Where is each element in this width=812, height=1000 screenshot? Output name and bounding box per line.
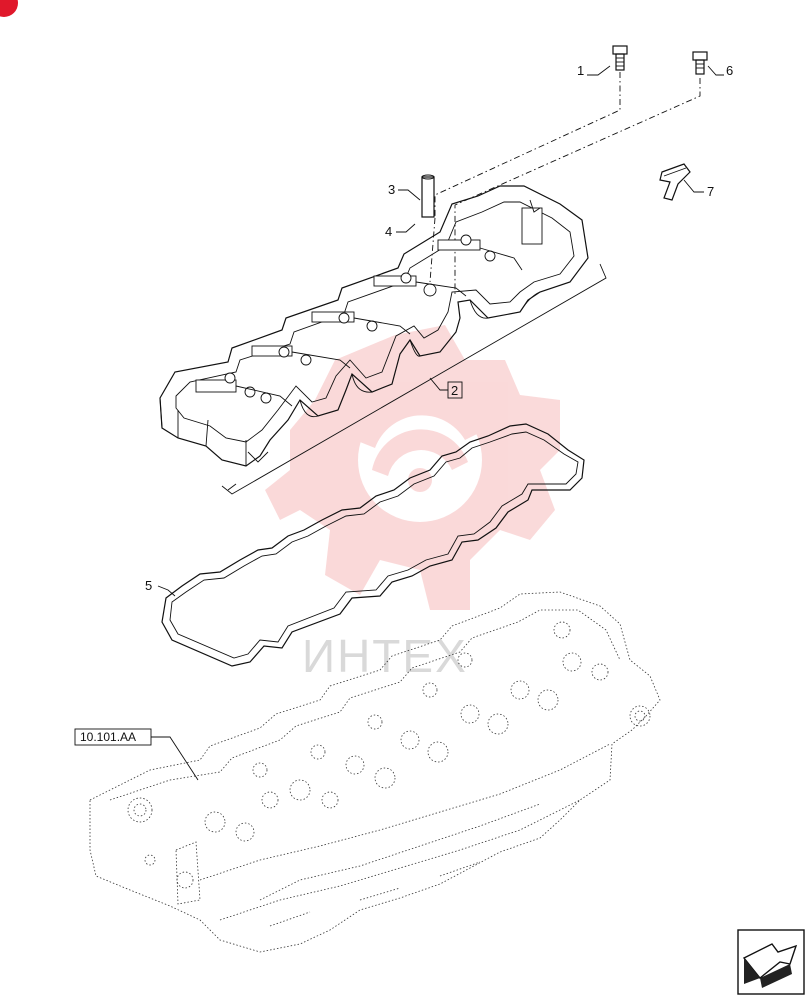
bolt-part-1 bbox=[612, 45, 628, 71]
sleeve-part-3 bbox=[421, 174, 435, 218]
gasket-part-5 bbox=[161, 423, 585, 667]
clip-part-7 bbox=[659, 163, 691, 201]
callout-3: 3 bbox=[388, 182, 395, 197]
callout-5: 5 bbox=[145, 578, 152, 593]
callout-1: 1 bbox=[577, 63, 584, 78]
bolt-part-6 bbox=[692, 51, 708, 75]
callout-6: 6 bbox=[726, 63, 733, 78]
callout-4: 4 bbox=[385, 224, 392, 239]
reference-label: 10.101.AA bbox=[80, 730, 136, 744]
gear-logo-watermark bbox=[265, 325, 560, 610]
next-page-arrow-icon[interactable] bbox=[737, 929, 805, 995]
callout-2-box bbox=[447, 381, 463, 399]
cylinder-head-reference bbox=[89, 591, 661, 953]
rocker-cover-part-2 bbox=[159, 185, 607, 495]
callout-2: 2 bbox=[451, 383, 458, 398]
watermark-text: ИНТЕХ bbox=[302, 630, 468, 682]
callout-7: 7 bbox=[707, 184, 714, 199]
corner-badge-icon bbox=[0, 0, 18, 17]
